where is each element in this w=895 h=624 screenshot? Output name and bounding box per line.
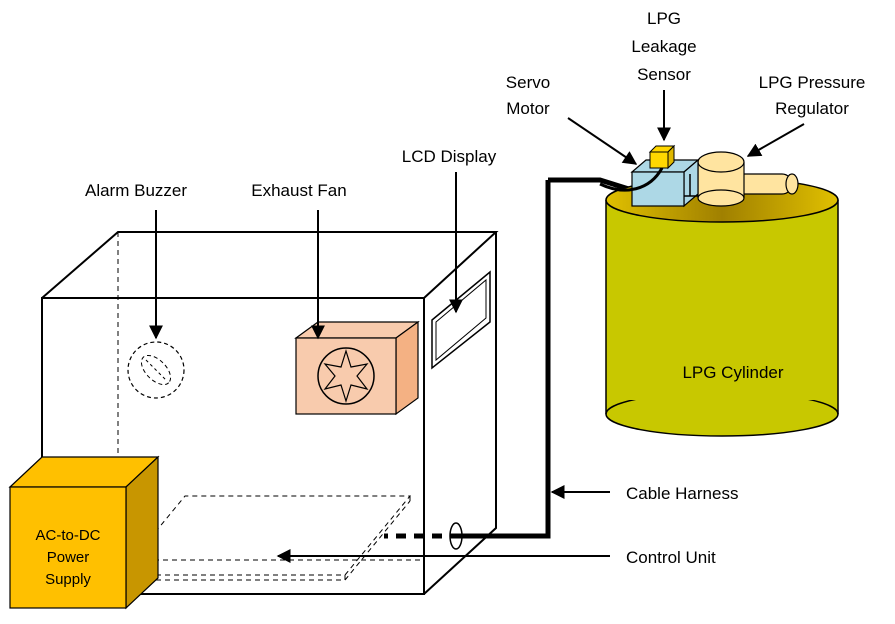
cable-harness — [384, 177, 633, 550]
power-supply — [8, 455, 160, 610]
lpg-cylinder-label: LPG Cylinder — [682, 363, 783, 382]
control-unit-label: Control Unit — [626, 548, 716, 567]
servo-motor-label-1: Servo — [506, 73, 550, 92]
lpg-sensor — [648, 144, 698, 197]
lcd-display — [431, 270, 491, 370]
pressure-regulator — [697, 151, 799, 207]
lpg-cylinder — [605, 177, 839, 437]
power-supply-label-3: Supply — [45, 571, 91, 588]
lpg-sensor-label-1: LPG — [647, 9, 681, 28]
exhaust-fan-label: Exhaust Fan — [251, 181, 346, 200]
enclosure-box — [41, 231, 499, 595]
servo-motor-label-2: Motor — [506, 99, 550, 118]
pressure-regulator-label-2: Regulator — [775, 99, 849, 118]
lpg-sensor-label-3: Sensor — [637, 65, 691, 84]
power-supply-label-2: Power — [47, 549, 90, 566]
lcd-display-label: LCD Display — [402, 147, 497, 166]
leader-arrows — [149, 90, 805, 563]
power-supply-label-1: AC-to-DC — [35, 527, 100, 544]
fan-star-icon — [323, 348, 369, 404]
pressure-regulator-label-1: LPG Pressure — [759, 73, 866, 92]
exhaust-fan — [294, 320, 420, 416]
alarm-buzzer-label: Alarm Buzzer — [85, 181, 187, 200]
lpg-sensor-label-2: Leakage — [631, 37, 696, 56]
alarm-buzzer — [127, 341, 185, 399]
cable-harness-label: Cable Harness — [626, 484, 738, 503]
control-unit-board — [118, 495, 412, 576]
